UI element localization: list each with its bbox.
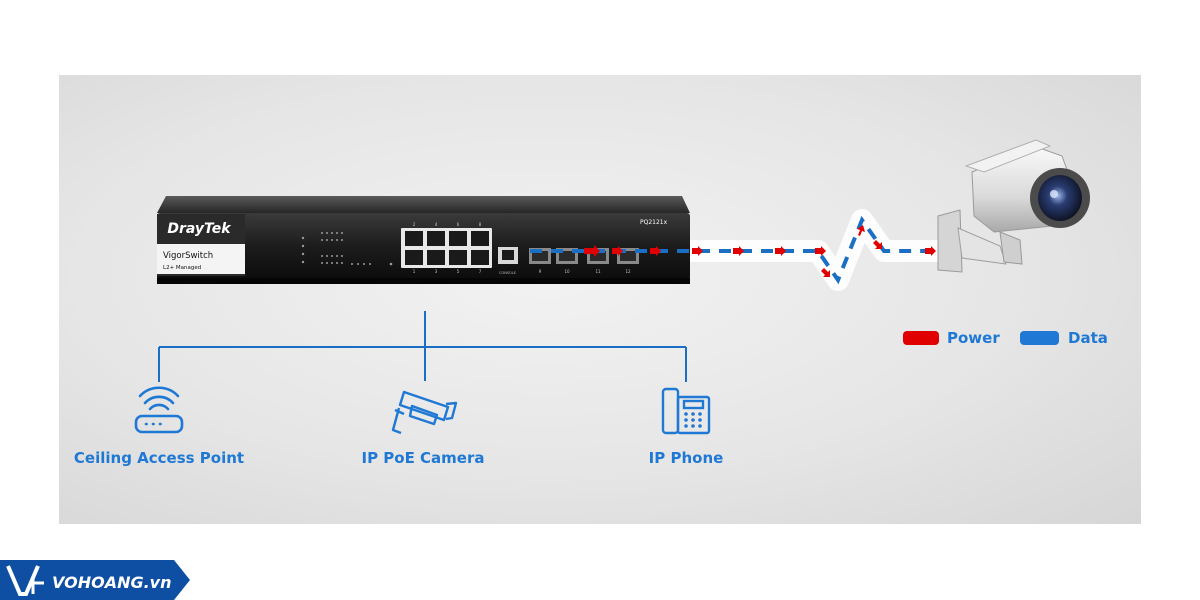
port-label: 4 [435,222,438,227]
switch-product: VigorSwitch [163,251,213,261]
sfp-label: 11 [595,269,601,274]
data-flow-line [530,215,932,285]
port-label: 5 [457,269,460,274]
diagram-panel [59,75,1141,524]
device-label-camera: IP PoE Camera [361,449,484,467]
port-label: 3 [435,269,438,274]
desk-phone-icon [661,387,711,435]
power-flow-arrows [584,225,936,277]
port-label: 8 [479,222,482,227]
device-label-access-point: Ceiling Access Point [74,449,244,467]
poe-switch: DrayTek VigorSwitch L2+ Managed PQ2121x … [157,196,690,284]
port-label: 7 [479,269,482,274]
sfp-label: 9 [539,269,542,274]
status-leds [301,232,393,266]
wifi-router-icon [134,386,184,434]
console-label: CONSOLE [499,271,516,275]
connector-lines [158,311,687,382]
port-label: 1 [413,269,416,274]
bullet-camera [937,139,1090,273]
switch-brand: DrayTek [167,221,232,237]
vohoang-logo: VOHOANG.vn [0,560,190,600]
legend: Power Data [903,329,1108,347]
port-label: 6 [457,222,460,227]
switch-subtitle: L2+ Managed [163,265,201,271]
device-label-phone: IP Phone [649,449,724,467]
legend-power-label: Power [947,329,1000,347]
port-label: 2 [413,222,416,227]
security-camera-icon [391,390,458,435]
cable-path [679,209,949,291]
rj45-ports [405,231,489,265]
legend-power-swatch [903,331,939,345]
sfp-label: 10 [564,269,570,274]
sfp-label: 12 [625,269,631,274]
brand-name: VOHOANG.vn [52,573,172,592]
switch-model: PQ2121x [640,219,668,226]
legend-data-swatch [1020,331,1059,345]
legend-data-label: Data [1068,329,1108,347]
